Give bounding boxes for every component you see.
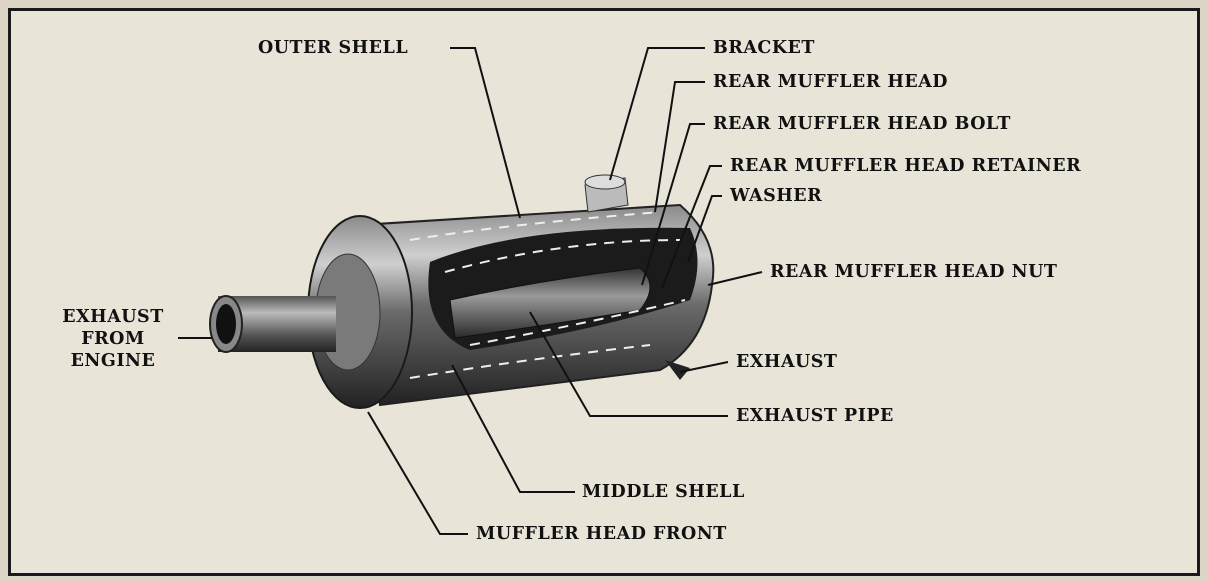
label-rear-muffler-head-bolt: REAR MUFFLER HEAD BOLT — [713, 114, 1011, 134]
label-bracket: BRACKET — [713, 38, 815, 58]
label-rear-muffler-head: REAR MUFFLER HEAD — [713, 72, 948, 92]
label-line: FROM — [81, 329, 145, 349]
exhaust-outlet — [665, 360, 690, 380]
label-exhaust-from-engine: EXHAUST FROM ENGINE — [48, 306, 178, 372]
label-line: ENGINE — [70, 351, 156, 371]
label-exhaust-pipe: EXHAUST PIPE — [736, 406, 894, 426]
label-line: EXHAUST — [62, 307, 164, 327]
label-outer-shell: OUTER SHELL — [258, 38, 409, 58]
label-rear-muffler-head-retainer: REAR MUFFLER HEAD RETAINER — [730, 156, 1082, 176]
label-exhaust: EXHAUST — [736, 352, 838, 372]
label-rear-muffler-head-nut: REAR MUFFLER HEAD NUT — [770, 262, 1058, 282]
label-middle-shell: MIDDLE SHELL — [582, 482, 745, 502]
inner-exhaust-pipe — [449, 267, 651, 339]
label-muffler-head-front: MUFFLER HEAD FRONT — [476, 524, 727, 544]
label-washer: WASHER — [730, 186, 823, 206]
